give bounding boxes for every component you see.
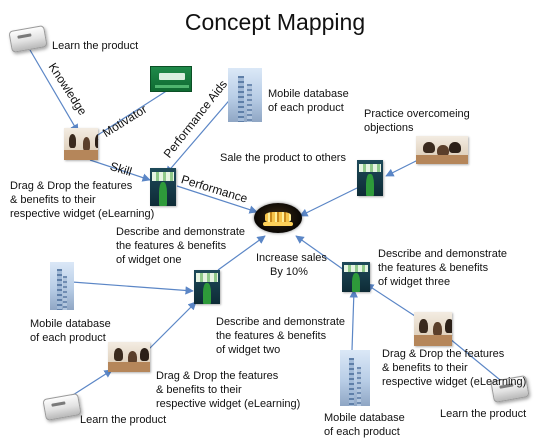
label-describe-one-2: the features & benefits — [116, 240, 227, 252]
label-mobile-db-left-2: of each product — [30, 332, 106, 344]
label-practice-1: Practice overcomeing — [364, 108, 470, 120]
page-title: Concept Mapping — [184, 9, 366, 35]
link-dragdrop-r — [365, 283, 419, 319]
label-dragdrop-r-1: Drag & Drop the features — [382, 348, 505, 360]
link-knowledge — [29, 49, 79, 133]
label-dragdrop-bl-3: respective widget (eLearning) — [156, 398, 301, 410]
link-practice — [385, 159, 419, 177]
link-performance-aids — [165, 95, 234, 175]
label-describe-three-1: Describe and demonstrate — [378, 248, 508, 260]
link-sale — [299, 187, 358, 217]
motivator-sign-icon — [150, 66, 192, 92]
meeting-photo-top — [64, 128, 98, 160]
label-describe-two-3: of widget two — [216, 344, 281, 356]
label-dragdrop-left-1: Drag & Drop the features — [10, 180, 133, 192]
performer-photo-three — [342, 262, 370, 292]
label-dragdrop-left-2: & benefits to their — [10, 194, 96, 206]
label-dragdrop-left-3: respective widget (eLearning) — [10, 208, 155, 220]
label-describe-one-1: Describe and demonstrate — [116, 226, 246, 238]
meeting-photo-practice — [416, 136, 468, 164]
label-mobile-db-left-1: Mobile database — [30, 318, 111, 330]
link-db-bottom — [349, 289, 358, 351]
label-learn-bottom-left: Learn the product — [80, 414, 167, 426]
building-photo-top — [228, 68, 262, 122]
label-describe-three-2: the features & benefits — [378, 262, 489, 274]
label-mobile-db-bottom-2: of each product — [324, 426, 400, 438]
link-db-left — [71, 281, 194, 295]
link-learn-br — [443, 333, 506, 385]
label-describe-three-3: of widget three — [378, 276, 451, 288]
link-motivator — [89, 89, 169, 141]
label-describe-two-1: Describe and demonstrate — [216, 316, 346, 328]
label-increase-1: Increase sales — [256, 252, 327, 264]
link-performance — [176, 185, 258, 214]
link-three-center — [295, 235, 345, 271]
meeting-photo-bottom-left — [108, 342, 150, 372]
label-dragdrop-r-2: & benefits to their — [382, 362, 468, 374]
label-dragdrop-r-3: respective widget (eLearning) — [382, 376, 527, 388]
label-practice-2: objections — [364, 122, 414, 134]
label-learn-top: Learn the product — [52, 40, 139, 52]
link-dragdrop-bl — [147, 301, 197, 351]
building-photo-bottom — [340, 350, 370, 406]
link-two-center — [217, 235, 266, 271]
label-mobile-db-bottom-1: Mobile database — [324, 412, 405, 424]
center-trophy-icon — [254, 203, 302, 233]
label-sale-others: Sale the product to others — [220, 152, 346, 164]
label-describe-two-2: the features & benefits — [216, 330, 327, 342]
label-mobile-db-top-1: Mobile database — [268, 88, 349, 100]
label-dragdrop-bl-2: & benefits to their — [156, 384, 242, 396]
performer-photo-one — [150, 168, 176, 206]
performer-photo-two — [194, 270, 220, 304]
label-increase-2: By 10% — [270, 266, 308, 278]
label-dragdrop-bl-1: Drag & Drop the features — [156, 370, 279, 382]
label-learn-bottom-right: Learn the product — [440, 408, 527, 420]
label-mobile-db-top-2: of each product — [268, 102, 344, 114]
link-skill — [89, 159, 151, 182]
performer-photo-right — [357, 160, 383, 196]
label-describe-one-3: of widget one — [116, 254, 182, 266]
meeting-photo-right — [414, 312, 452, 346]
building-photo-left — [50, 262, 74, 310]
